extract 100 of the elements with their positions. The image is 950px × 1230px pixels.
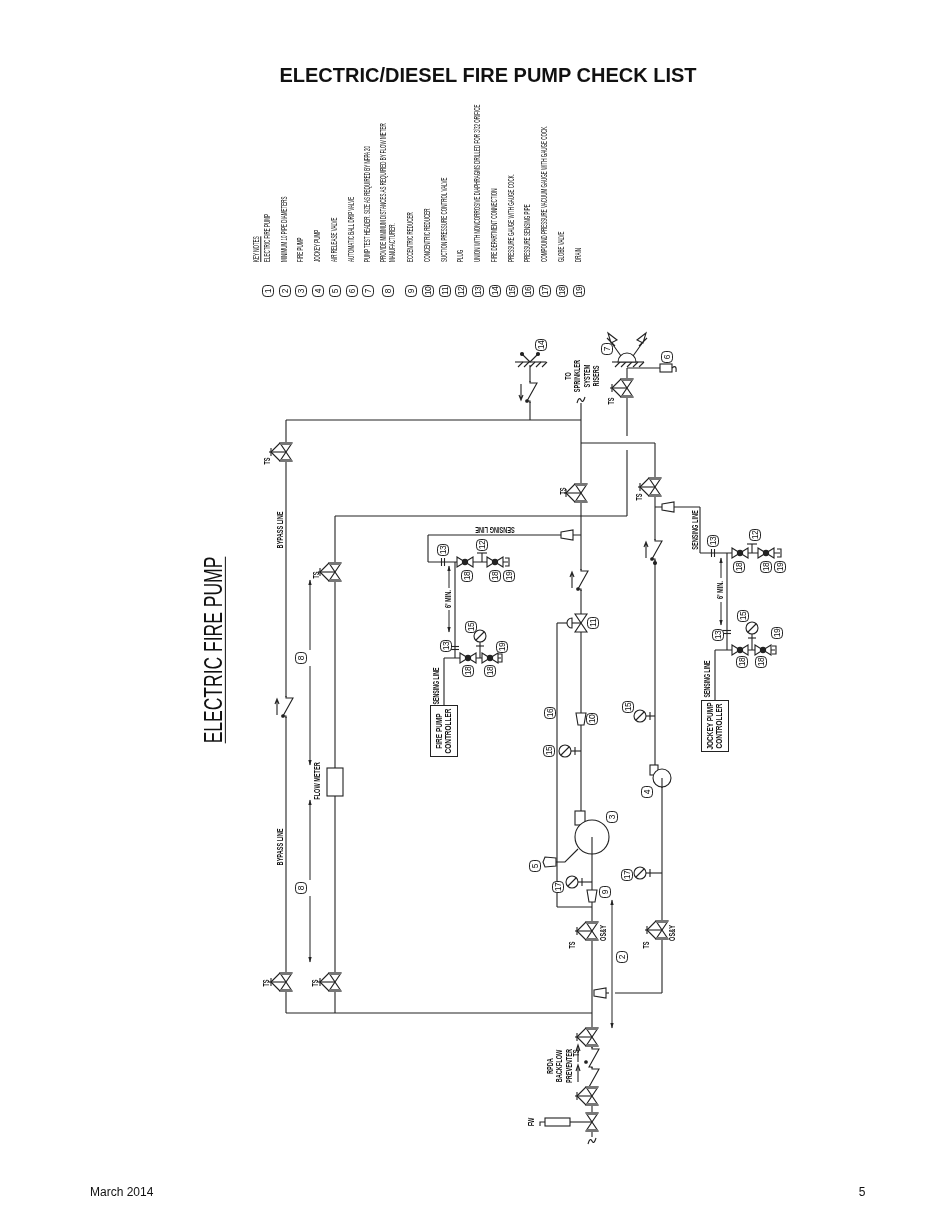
pipe-label: TS	[635, 493, 645, 501]
callout-number: 12	[476, 539, 488, 551]
callout-number: 19	[503, 570, 515, 582]
key-note-text: PRESSURE GAUGE WITH GAUGE COCK.	[507, 174, 517, 262]
callout-number: 18	[755, 656, 767, 668]
callout-number: 14	[489, 285, 501, 297]
callout-number: 7	[601, 343, 613, 355]
key-note-text: DRAIN	[574, 248, 584, 262]
key-note-text: PUMP TEST HEADER. SIZE AS REQUIRED BY NFPA 20	[363, 145, 373, 262]
key-note-text: AIR RELEASE VALVE	[330, 217, 340, 262]
callout-number: 5	[329, 285, 341, 297]
controller-label: FIRE PUMP CONTROLLER	[434, 707, 454, 755]
page-number: 5	[858, 1185, 866, 1199]
callout-number: 15	[543, 745, 555, 757]
key-notes-heading: KEY NOTES	[252, 236, 262, 262]
key-note-text: SUCTION PRESSURE CONTROL VALVE	[440, 177, 450, 262]
callout-number: 13	[437, 544, 449, 556]
controller-label: JOCKEY PUMP CONTROLLER	[705, 702, 725, 750]
callout-number: 9	[599, 886, 611, 898]
callout-number: 5	[529, 860, 541, 872]
callout-number: 18	[760, 561, 772, 573]
callout-number: 18	[462, 665, 474, 677]
callout-number: 16	[544, 707, 556, 719]
callout-number: 18	[484, 665, 496, 677]
callout-number: 13	[440, 640, 452, 652]
callout-number: 13	[712, 629, 724, 641]
section-heading: ELECTRIC FIRE PUMP	[199, 556, 227, 744]
callout-number: 19	[573, 285, 585, 297]
callout-number: 9	[405, 285, 417, 297]
pipe-label: TO SPRINKLER SYSTEM RISERS	[564, 358, 602, 395]
callout-number: 3	[606, 811, 618, 823]
key-note-text: CONCENTRIC REDUCER	[423, 208, 433, 262]
callout-number: 8	[295, 652, 307, 664]
pipe-label: TS	[311, 979, 321, 987]
callout-number: 19	[774, 561, 786, 573]
sensing-line	[714, 657, 716, 701]
callout-number: 17	[552, 881, 564, 893]
callout-number: 2	[279, 285, 291, 297]
callout-number: 6	[346, 285, 358, 297]
key-note-text: MINIMUM 10 PIPE DIAMETERS	[280, 196, 290, 262]
edge-label: SENSING LINE	[703, 660, 713, 698]
callout-number: 8	[295, 882, 307, 894]
callout-number: 19	[496, 641, 508, 653]
pipe-label: SENSING LINE	[691, 510, 701, 550]
edge-label: SENSING LINE	[432, 667, 442, 704]
callout-number: 11	[587, 617, 599, 629]
pipe-label: FLOW METER	[313, 762, 323, 800]
callout-number: 17	[621, 869, 633, 881]
callout-number: 18	[461, 570, 473, 582]
pipe-label: BYPASS LINE	[276, 511, 286, 549]
callout-number: 10	[422, 285, 434, 297]
pipe-label: TS	[559, 487, 569, 495]
pipe-label: 6' MIN.	[716, 581, 726, 599]
callout-number: 7	[362, 285, 374, 297]
key-note-text: COMPOUND PRESSURE VACUUM GAUGE WITH GAUGE COCK.	[540, 125, 550, 262]
pipe-label: FW	[527, 1117, 537, 1127]
callout-number: 6	[661, 351, 673, 363]
callout-number: 17	[539, 285, 551, 297]
pipe-label: TS	[572, 1049, 582, 1057]
pipe-label: SENSING LINE	[475, 524, 515, 534]
key-note-text: FIRE DEPARTMENT CONNECTION	[490, 188, 500, 262]
pipe-label: TS	[263, 457, 273, 465]
sensing-line	[443, 665, 445, 706]
callout-number: 18	[556, 285, 568, 297]
key-note-text: PLUG	[456, 249, 466, 262]
callout-number: 14	[535, 339, 547, 351]
pipe-label: TS	[607, 397, 617, 405]
key-note-text: FIRE PUMP	[296, 237, 306, 262]
key-note-text: PROVIDE MINIMUM DISTANCES AS REQUIRED BY FLOW METER MANUFACTURER.	[378, 122, 398, 262]
callout-number: 11	[439, 285, 451, 297]
key-note-text: UNION WITH NONCORROSIVE DIAPHRAGMS DRILLED FOR 3/32 ORIFICE	[473, 104, 483, 262]
callout-number: 18	[736, 656, 748, 668]
page-title: ELECTRIC/DIESEL FIRE PUMP CHECK LIST	[279, 64, 697, 86]
pipe-label: OS&Y	[668, 925, 678, 941]
pipe-label: TS	[312, 571, 322, 579]
callout-number: 1	[262, 285, 274, 297]
callout-number: 19	[771, 627, 783, 639]
key-note-text: ELECTRIC FIRE PUMP	[263, 214, 273, 262]
key-note-text: JOCKEY PUMP	[313, 229, 323, 262]
footer-date: March 2014	[90, 1185, 154, 1199]
callout-number: 13	[472, 285, 484, 297]
key-note-text: PRESSURE SENSING PIPE	[523, 204, 533, 262]
callout-number: 4	[312, 285, 324, 297]
callout-number: 15	[506, 285, 518, 297]
callout-number: 15	[465, 621, 477, 633]
pipe-label: TS	[568, 941, 578, 949]
callout-number: 8	[382, 285, 394, 297]
key-note-text: AUTOMATIC BALL DRIP VALVE	[347, 196, 357, 262]
callout-number: 10	[586, 713, 598, 725]
callout-number: 13	[707, 535, 719, 547]
pipe-label: TS	[262, 979, 272, 987]
pipe-label: 6' MIN.	[444, 590, 454, 608]
pipe-label: BYPASS LINE	[276, 828, 286, 866]
callout-number: 4	[641, 786, 653, 798]
callout-number: 18	[489, 570, 501, 582]
key-note-text: ECCENTRIC REDUCER	[406, 212, 416, 262]
callout-number: 18	[733, 561, 745, 573]
callout-number: 16	[522, 285, 534, 297]
callout-number: 12	[749, 529, 761, 541]
callout-number: 2	[616, 951, 628, 963]
